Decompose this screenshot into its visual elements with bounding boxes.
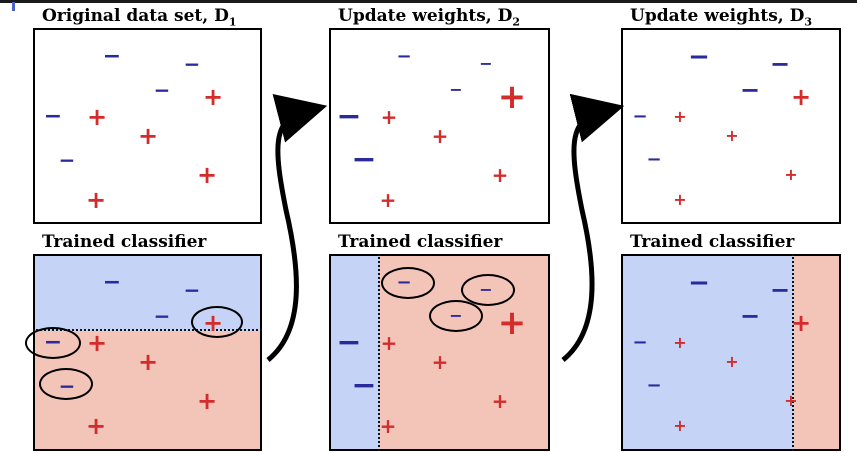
minus-sample: − [688,42,710,72]
plus-sample: + [790,309,812,337]
minus-sample: − [632,332,648,353]
minus-sample: − [102,44,122,69]
minus-sample: − [646,149,662,170]
plus-sample: + [431,124,449,148]
minus-sample: − [183,278,201,302]
plus-sample: + [379,414,397,438]
plus-sample: + [497,303,527,343]
minus-sample: − [153,304,171,328]
minus-sample: − [336,99,362,134]
plus-sample: + [790,83,812,111]
plus-sample: + [86,103,108,131]
misclassified-ring [25,327,81,359]
decision-boundary-1 [33,329,262,331]
stage-1-classifier-label: Trained classifier [42,232,207,252]
plus-sample: + [137,122,159,150]
plus-sample: + [380,331,398,355]
minus-sample: − [153,78,171,102]
plus-sample: + [202,83,224,111]
minus-sample: − [58,148,76,172]
decision-boundary-2 [378,254,380,451]
minus-sample: − [43,104,63,129]
stage-2-classifier-label: Trained classifier [338,232,503,252]
misclassified-ring [39,368,93,400]
minus-sample: − [739,76,761,104]
plus-sample: + [85,186,107,214]
top-rule [0,0,857,3]
stage-1-title: Original data set, D1 [42,6,237,29]
plus-sample: + [725,126,739,145]
plus-sample: + [784,165,798,184]
plus-sample: + [497,77,527,117]
dataset-3-panel [621,28,841,224]
minus-sample: − [351,142,377,177]
minus-sample: − [739,302,761,330]
stage-3-classifier-label: Trained classifier [630,232,795,252]
minus-sample: − [479,54,493,73]
minus-sample: − [183,52,201,76]
minus-sample: − [769,50,791,78]
plus-sample: + [491,389,509,413]
decision-boundary-3 [792,254,794,451]
minus-sample: − [396,46,412,67]
plus-sample: + [673,416,687,435]
plus-sample: + [431,350,449,374]
plus-sample: + [196,387,218,415]
misclassified-ring [191,306,243,338]
plus-sample: + [673,107,687,126]
cursor-mark [12,2,15,11]
plus-sample: + [86,329,108,357]
negative-region [331,256,379,449]
minus-sample: − [102,270,122,295]
positive-region [794,256,839,449]
plus-sample: + [379,188,397,212]
minus-sample: − [688,268,710,298]
plus-sample: + [673,333,687,352]
stage-3-title: Update weights, D3 [630,6,813,29]
misclassified-ring [381,267,435,299]
dataset-1-panel [33,28,262,224]
plus-sample: + [673,190,687,209]
minus-sample: − [351,368,377,403]
plus-sample: + [491,163,509,187]
minus-sample: − [632,106,648,127]
plus-sample: + [85,412,107,440]
negative-region [623,256,794,449]
plus-sample: + [725,352,739,371]
minus-sample: − [336,325,362,360]
plus-sample: + [196,161,218,189]
minus-sample: − [646,375,662,396]
minus-sample: − [449,80,463,99]
classifier-3-panel [621,254,841,451]
minus-sample: − [769,276,791,304]
misclassified-ring [429,300,483,332]
plus-sample: + [137,348,159,376]
misclassified-ring [461,274,515,306]
plus-sample: + [784,391,798,410]
plus-sample: + [380,105,398,129]
dataset-2-panel [329,28,550,224]
stage-2-title: Update weights, D2 [338,6,521,29]
